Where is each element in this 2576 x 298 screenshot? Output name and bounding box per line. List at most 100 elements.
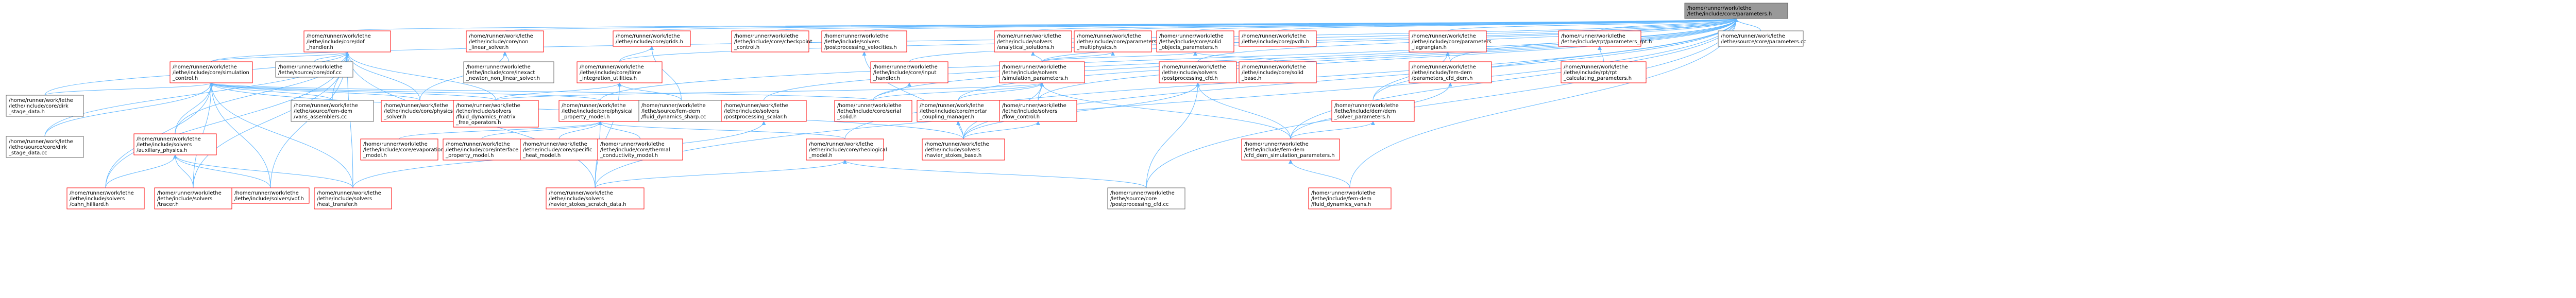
graph-node-label: /home/runner/work/lethe [9, 98, 73, 103]
graph-node-solidbase[interactable]: /home/runner/work/lethe/lethe/include/co… [1239, 61, 1317, 83]
graph-node-box [466, 30, 544, 52]
graph-edge-physprop-rheo [598, 121, 845, 139]
graph-node-box [231, 187, 310, 204]
graph-node-label: /lethe/include/solvers [157, 196, 212, 202]
graph-node-label: /home/runner/work/lethe [837, 103, 902, 109]
graph-node-label: /lethe/include/core/serial [837, 109, 901, 114]
graph-node-simctrl[interactable]: /home/runner/work/lethe/lethe/include/co… [170, 61, 253, 83]
graph-node-evapmodel[interactable]: /home/runner/work/lethe/lethe/include/co… [360, 138, 444, 161]
graph-node-postcc[interactable]: /home/runner/work/lethe/lethe/source/cor… [1107, 187, 1185, 209]
graph-node-specific[interactable]: /home/runner/work/lethe/lethe/include/co… [520, 138, 598, 161]
graph-edge-physprop-interface [481, 121, 602, 139]
graph-node-label: /home/runner/work/lethe [456, 103, 520, 109]
graph-node-cfddemsim[interactable]: /home/runner/work/lethe/lethe/include/fe… [1241, 138, 1340, 161]
graph-node-label: /home/runner/work/lethe [70, 190, 134, 196]
graph-node-sourcedof[interactable]: /home/runner/work/lethe/lethe/source/cor… [275, 61, 353, 78]
graph-node-label: _multiphysics.h [1076, 45, 1116, 50]
graph-node-label: _heat_model.h [522, 153, 561, 159]
graph-node-femdemvans[interactable]: /home/runner/work/lethe/lethe/source/fem… [291, 100, 374, 122]
graph-node-label: /home/runner/work/lethe [1687, 6, 1752, 11]
graph-edge-mortar-navierbase [956, 121, 964, 139]
graph-node-box [999, 100, 1077, 122]
graph-node-vof[interactable]: /home/runner/work/lethe/lethe/include/so… [231, 187, 310, 204]
graph-edge-cfddemsim-vans [1289, 160, 1350, 188]
graph-edge-timeint-fluidmatrix [496, 82, 622, 101]
graph-node-navierbase[interactable]: /home/runner/work/lethe/lethe/include/so… [922, 138, 1005, 161]
graph-node-rptcalc[interactable]: /home/runner/work/lethe/lethe/include/rp… [1561, 61, 1647, 83]
graph-node-label: /lethe/include/core/checkpoint [734, 39, 812, 45]
graph-node-postcfd[interactable]: /home/runner/work/lethe/lethe/include/so… [1159, 61, 1237, 83]
graph-node-inputhandler[interactable]: /home/runner/work/lethe/lethe/include/co… [870, 61, 948, 83]
graph-node-label: /home/runner/work/lethe [549, 190, 613, 196]
graph-edge-root-simparams [1042, 18, 1738, 62]
graph-node-postscalar[interactable]: /home/runner/work/lethe/lethe/include/so… [721, 100, 807, 122]
graph-node-auxphys[interactable]: /home/runner/work/lethe/lethe/include/so… [133, 133, 217, 155]
graph-node-label: _property_model.h [561, 114, 609, 120]
graph-node-cahn[interactable]: /home/runner/work/lethe/lethe/include/so… [66, 187, 145, 209]
graph-edge-auxphys-heat [173, 154, 353, 188]
graph-edge-physprop-thermal [598, 121, 640, 139]
graph-node-label: /lethe/include/core/dof [307, 39, 365, 45]
graph-node-box [558, 100, 642, 122]
graph-node-thermal[interactable]: /home/runner/work/lethe/lethe/include/co… [597, 138, 683, 161]
graph-node-demsolver[interactable]: /home/runner/work/lethe/lethe/include/de… [1331, 100, 1415, 122]
graph-node-box [613, 30, 691, 47]
graph-node-box [721, 100, 807, 122]
graph-node-fluidmatrix[interactable]: /home/runner/work/lethe/lethe/include/so… [453, 100, 539, 128]
graph-node-multiphysics[interactable]: /home/runner/work/lethe/lethe/include/co… [1074, 30, 1157, 52]
graph-node-label: /home/runner/work/lethe [137, 136, 201, 142]
graph-node-cfddem[interactable]: /home/runner/work/lethe/lethe/include/fe… [1409, 61, 1492, 83]
graph-node-box [1558, 30, 1641, 47]
graph-node-postvel[interactable]: /home/runner/work/lethe/lethe/include/so… [821, 30, 907, 52]
graph-node-inexact[interactable]: /home/runner/work/lethe/lethe/include/co… [463, 61, 554, 83]
graph-node-sharp[interactable]: /home/runner/work/lethe/lethe/source/fem… [638, 100, 724, 122]
graph-node-analytical[interactable]: /home/runner/work/lethe/lethe/include/so… [994, 30, 1072, 52]
graph-node-label: /home/runner/work/lethe [1244, 142, 1309, 147]
graph-edge-simparams-mortar [958, 82, 1044, 101]
graph-node-solidobj[interactable]: /home/runner/work/lethe/lethe/include/co… [1156, 30, 1234, 52]
graph-node-flowctrl[interactable]: /home/runner/work/lethe/lethe/include/so… [999, 100, 1077, 122]
graph-node-dirkdata[interactable]: /home/runner/work/lethe/lethe/source/cor… [6, 136, 84, 158]
graph-edge-root-simctrl [211, 18, 1738, 62]
graph-node-label: /lethe/include/solvers [70, 196, 125, 202]
graph-node-dirk[interactable]: /home/runner/work/lethe/lethe/include/co… [6, 95, 84, 117]
graph-node-physprop[interactable]: /home/runner/work/lethe/lethe/include/co… [558, 100, 642, 122]
graph-node-tracer[interactable]: /home/runner/work/lethe/lethe/include/so… [154, 187, 232, 209]
graph-node-checkpoint[interactable]: /home/runner/work/lethe/lethe/include/co… [731, 30, 812, 52]
graph-node-vans[interactable]: /home/runner/work/lethe/lethe/include/fe… [1308, 187, 1392, 209]
graph-node-label: /lethe/include/rpt/parameters_rpt.h [1561, 39, 1652, 45]
graph-edge-root-postscalar [764, 18, 1738, 101]
graph-node-simparams[interactable]: /home/runner/work/lethe/lethe/include/so… [999, 61, 1085, 83]
graph-edge-simctrl-physprop [209, 82, 601, 101]
graph-node-label: /home/runner/work/lethe [446, 142, 510, 147]
graph-node-box [1156, 30, 1234, 52]
graph-node-heat[interactable]: /home/runner/work/lethe/lethe/include/so… [314, 187, 392, 209]
graph-node-rpt[interactable]: /home/runner/work/lethe/lethe/include/rp… [1558, 30, 1652, 47]
graph-node-label: /home/runner/work/lethe [1110, 190, 1175, 196]
graph-node-label: /home/runner/work/lethe [873, 64, 938, 70]
graph-node-label: /lethe/source/core/dof.cc [278, 70, 342, 76]
graph-node-scratch[interactable]: /home/runner/work/lethe/lethe/include/so… [546, 187, 645, 209]
graph-node-grids[interactable]: /home/runner/work/lethe/lethe/include/co… [613, 30, 691, 47]
graph-node-serialsolid[interactable]: /home/runner/work/lethe/lethe/include/co… [834, 100, 912, 122]
graph-node-pvdh[interactable]: /home/runner/work/lethe/lethe/include/co… [1239, 30, 1317, 47]
graph-node-dof[interactable]: /home/runner/work/lethe/lethe/include/co… [303, 30, 391, 52]
graph-node-label: /home/runner/work/lethe [997, 33, 1061, 39]
graph-node-label: /lethe/include/core/parameters.h [1687, 11, 1772, 17]
graph-node-paramcc[interactable]: /home/runner/work/lethe/lethe/source/cor… [1718, 30, 1806, 47]
graph-node-interface[interactable]: /home/runner/work/lethe/lethe/include/co… [443, 138, 521, 161]
graph-node-physsolver[interactable]: /home/runner/work/lethe/lethe/include/co… [381, 100, 459, 122]
graph-node-label: /home/runner/work/lethe [1002, 64, 1066, 70]
graph-node-label: /lethe/include/core/solid [1159, 39, 1221, 45]
graph-edge-root-cfddemsim [1290, 18, 1738, 139]
graph-edge-rheo-postcc [843, 160, 1147, 188]
graph-node-rheo[interactable]: /home/runner/work/lethe/lethe/include/co… [806, 138, 887, 161]
graph-node-timeint[interactable]: /home/runner/work/lethe/lethe/include/co… [577, 61, 663, 83]
graph-node-newton[interactable]: /home/runner/work/lethe/lethe/include/co… [466, 30, 544, 52]
graph-node-box [1107, 187, 1185, 209]
graph-node-lagrangian[interactable]: /home/runner/work/lethe/lethe/include/co… [1409, 30, 1492, 52]
graph-edge-simparams-cfddemsim [1040, 82, 1291, 139]
graph-edge-root-inputhandler [909, 18, 1738, 62]
graph-node-mortar[interactable]: /home/runner/work/lethe/lethe/include/co… [917, 100, 1000, 122]
